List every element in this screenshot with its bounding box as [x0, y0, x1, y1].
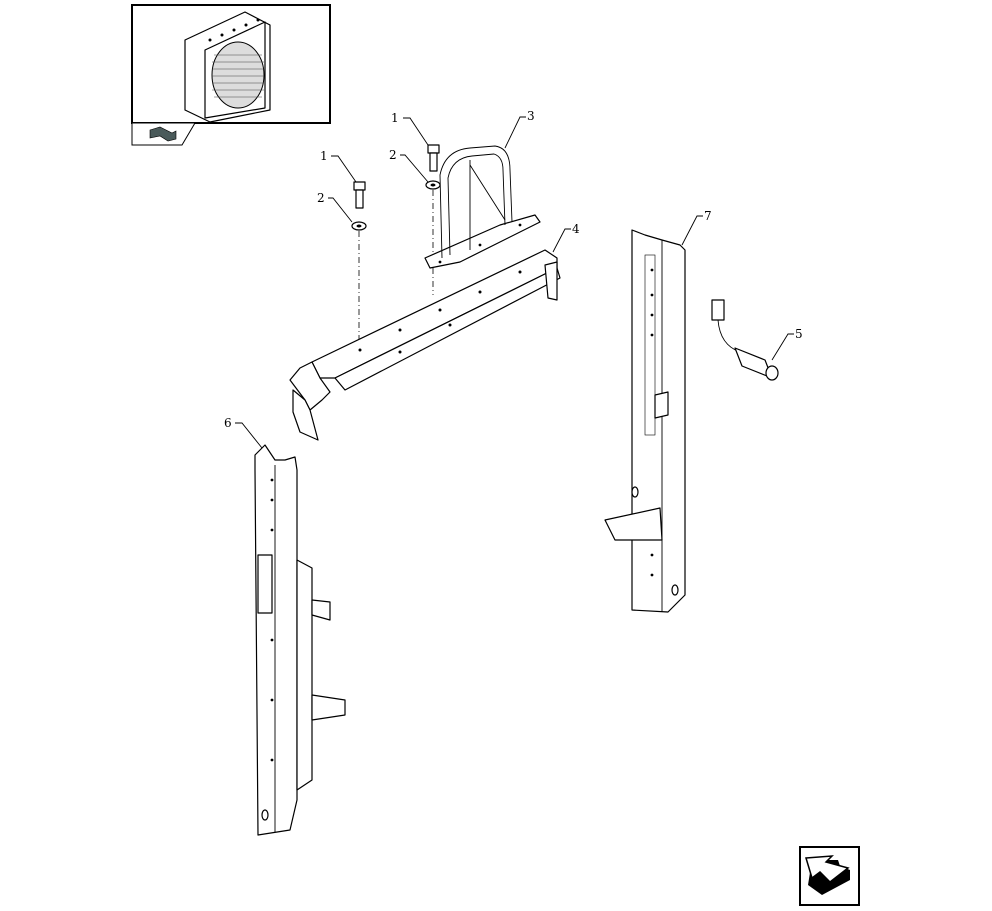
callout-sensor: 5: [795, 327, 803, 341]
callout-bolt-lower: 1: [320, 149, 328, 163]
assembly-thumbnail[interactable]: [131, 4, 331, 146]
bolt-upper[interactable]: [425, 144, 441, 190]
handle-part-3[interactable]: [424, 145, 541, 269]
next-page-button[interactable]: [799, 846, 860, 906]
bolt-lower[interactable]: [351, 181, 367, 231]
radiator-thumbnail-image: [184, 11, 271, 123]
crossmember-part-4[interactable]: [289, 249, 561, 441]
callout-washer-upper: 2: [389, 148, 397, 162]
arrow-next-icon: [805, 855, 850, 895]
leader-lines: [235, 116, 794, 449]
arrow-back-icon[interactable]: [149, 126, 177, 142]
sensor-part-5[interactable]: [711, 299, 779, 381]
callout-handle: 3: [527, 109, 535, 123]
callout-crossmember: 4: [572, 222, 580, 236]
callout-washer-lower: 2: [317, 191, 325, 205]
right-upright-part-7[interactable]: [604, 229, 686, 613]
callout-right-upright: 7: [704, 209, 712, 223]
left-upright-part-6[interactable]: [254, 444, 346, 836]
callout-left-upright: 6: [224, 416, 232, 430]
callout-bolt-upper: 1: [391, 111, 399, 125]
